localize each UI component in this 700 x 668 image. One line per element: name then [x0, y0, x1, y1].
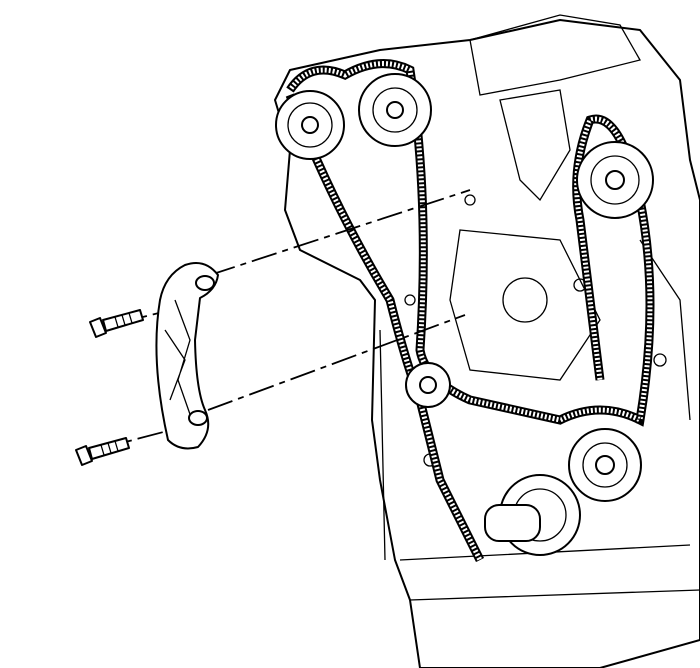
timing-chains: [285, 59, 655, 563]
sprockets: [275, 73, 654, 556]
guide-bolt-upper: [89, 309, 144, 338]
right-camshaft-sprocket: [576, 141, 654, 219]
water-pump-gear: [484, 474, 581, 556]
chain-guide: [155, 262, 219, 450]
left-camshaft-sprocket-2: [358, 73, 432, 147]
guide-bolt-lower: [75, 437, 130, 466]
crank-sprocket: [568, 428, 642, 502]
idler-sprocket: [405, 362, 451, 408]
left-camshaft-sprocket-1: [275, 90, 345, 160]
